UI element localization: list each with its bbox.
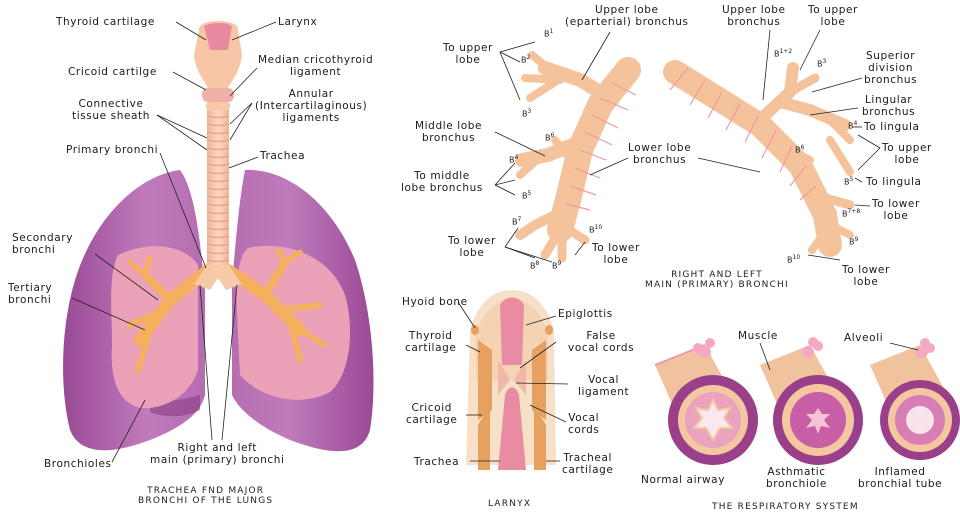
label-asthmatic: Asthmatic bronchiole <box>766 466 827 490</box>
label-thyroid-cartilage: Thyroid cartilage <box>56 16 155 28</box>
seg-rb10: B10 <box>787 254 800 265</box>
seg-b10: B10 <box>589 224 602 235</box>
seg-b3: B3 <box>522 108 531 119</box>
label-to-lower-lobe-left: To lower lobe <box>448 235 496 259</box>
label-larynx-trachea: Trachea <box>414 456 459 468</box>
label-hyoid: Hyoid bone <box>402 296 468 308</box>
label-upper-lobe-eparterial: Upper lobe (eparterial) bronchus <box>565 4 689 28</box>
label-epiglottis: Epiglottis <box>558 308 613 320</box>
label-to-upper-lobe-2: To upper lobe <box>882 142 932 166</box>
seg-b7: B7 <box>512 216 521 227</box>
label-cricoid: Cricoid cartilge <box>68 66 157 78</box>
caption-larynx: LARNYX <box>488 499 531 509</box>
seg-b2: B2 <box>521 54 530 65</box>
label-to-upper-lobe-right: To upper lobe <box>808 4 858 28</box>
label-inflamed: Inflamed bronchial tube <box>858 466 942 490</box>
label-primary-bronchi: Primary bronchi <box>66 144 158 156</box>
label-to-lower-lobe-r1: To lower lobe <box>872 198 920 222</box>
airway-inflamed <box>870 338 960 460</box>
larynx-section <box>466 290 556 470</box>
seg-b5: B5 <box>522 190 531 201</box>
label-muscle: Muscle <box>738 330 778 342</box>
seg-rb3: B3 <box>817 58 826 69</box>
label-alveoli: Alveoli <box>844 332 883 344</box>
seg-rb6: B6 <box>795 144 804 155</box>
label-tracheal-cartilage: Tracheal cartilage <box>562 452 613 476</box>
label-to-lower-lobe-r2: To lower lobe <box>842 264 890 288</box>
caption-respiratory-system: THE RESPIRATORY SYSTEM <box>712 502 859 512</box>
label-larynx-cricoid: Cricoid cartilage <box>406 402 457 426</box>
label-median-cricothyroid: Median cricothyroid ligament <box>258 54 373 78</box>
seg-rb5: B5 <box>844 176 853 187</box>
label-superior-division: Superior division bronchus <box>864 50 917 86</box>
label-lingular-bronchus: Lingular bronchus <box>862 94 915 118</box>
seg-b8: B8 <box>530 260 539 271</box>
airway-asthmatic <box>760 337 863 465</box>
seg-b4: B4 <box>509 154 518 165</box>
label-normal-airway: Normal airway <box>641 474 725 486</box>
label-connective: Connective tissue sheath <box>72 98 150 122</box>
label-secondary-bronchi: Secondary bronchi <box>12 232 73 256</box>
label-vocal-ligament: Vocal ligament <box>578 374 629 398</box>
label-upper-lobe-bronchus: Upper lobe bronchus <box>722 4 786 28</box>
seg-b9: B9 <box>552 260 561 271</box>
label-larynx: Larynx <box>278 16 317 28</box>
label-lower-lobe-bronchus: Lower lobe bronchus <box>628 142 691 166</box>
seg-b1: B1 <box>544 28 553 39</box>
seg-rb12: B1+2 <box>774 48 792 59</box>
caption-trachea: TRACHEA FND MAJOR BRONCHI OF THE LUNGS <box>138 486 273 506</box>
seg-rb78: B7+8 <box>842 208 860 219</box>
caption-bronchi: RIGHT AND LEFT MAIN (PRIMARY) BRONCHI <box>645 270 789 290</box>
trachea-larynx <box>194 21 242 290</box>
seg-b6: B6 <box>545 132 554 143</box>
label-to-lingula-2: To lingula <box>866 176 922 188</box>
label-right-left-main: Right and left main (primary) bronchi <box>150 442 285 466</box>
label-to-lower-lobe-mid: To lower lobe <box>592 242 640 266</box>
label-larynx-thyroid: Thyroid cartilage <box>405 330 456 354</box>
seg-rb9: B9 <box>849 236 858 247</box>
label-annular: Annular (Intercartilaginous) ligaments <box>255 88 367 124</box>
label-trachea: Trachea <box>260 150 305 162</box>
label-bronchioles: Bronchioles <box>44 458 112 470</box>
right-main-bronchus <box>520 55 628 258</box>
label-to-lingula-1: To lingula <box>864 121 920 133</box>
label-vocal-cords: Vocal cords <box>568 412 599 436</box>
label-to-middle-lobe: To middle lobe bronchus <box>401 170 483 194</box>
label-middle-lobe: Middle lobe bronchus <box>415 120 482 144</box>
label-false-cords: False vocal cords <box>568 330 634 354</box>
seg-rb4: B4 <box>848 120 857 131</box>
right-lung <box>232 170 374 451</box>
label-tertiary-bronchi: Tertiary bronchi <box>8 282 52 306</box>
label-to-upper-lobe: To upper lobe <box>443 42 493 66</box>
airway-normal <box>655 338 758 465</box>
